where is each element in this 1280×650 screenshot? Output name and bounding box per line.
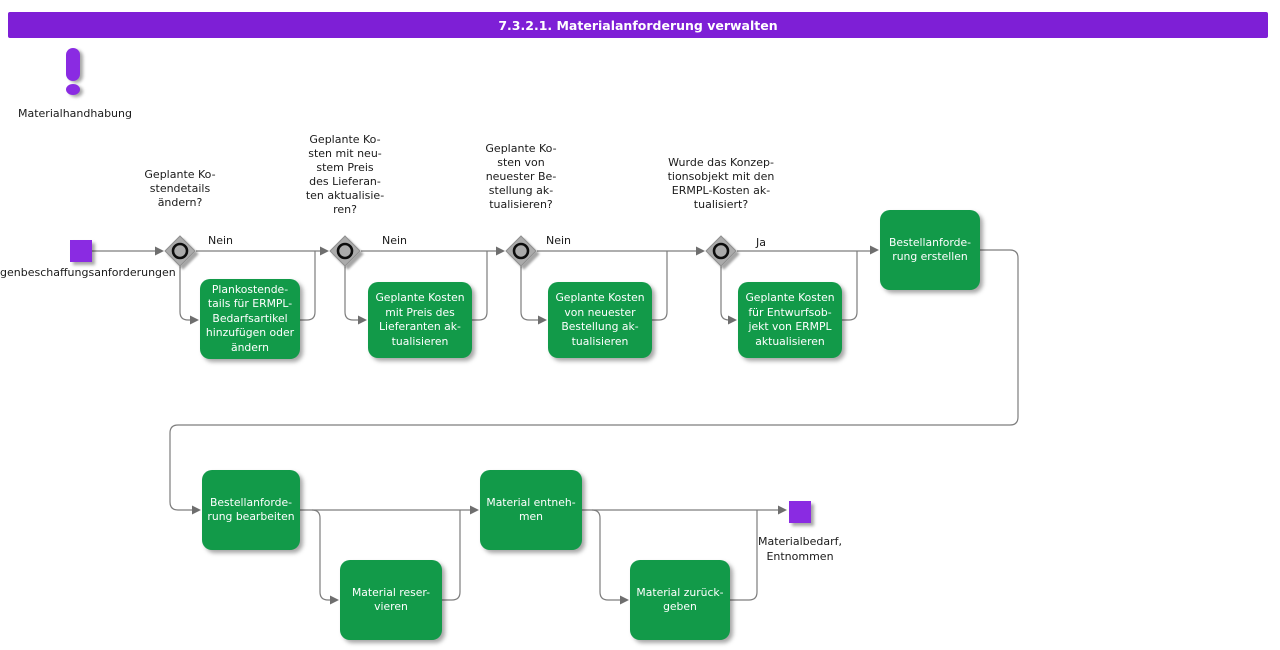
decision-diamond [329, 235, 361, 267]
decision-question-1: Geplante Ko- stendetails ändern? [144, 168, 216, 209]
edge-label-nein-1: Nein [208, 234, 234, 247]
decision-diamond [505, 235, 537, 267]
arrowheads [155, 245, 879, 605]
annotation-label: Materialhandhabung [18, 107, 132, 120]
decision-question-3: Geplante Ko- sten von neuester Be- stell… [485, 142, 557, 211]
page-title: 7.3.2.1. Materialanforderung verwalten [498, 17, 778, 33]
connector-lines [92, 249, 1019, 601]
activity-material-entnehmen: Material entneh- men [480, 470, 582, 550]
decision-diamond [164, 235, 196, 267]
activity-kosten-entwurfsobjekt: Geplante Kosten für Entwurfsob- jekt von… [738, 282, 842, 358]
activity-kosten-neueste-bestellung: Geplante Kosten von neuester Bestellung … [548, 282, 652, 358]
edge-label-nein-2: Nein [382, 234, 408, 247]
decision-diamonds [164, 235, 737, 267]
activity-material-reservieren: Material reser- vieren [340, 560, 442, 640]
decision-question-4: Wurde das Konzep- tionsobjekt mit den ER… [667, 156, 775, 211]
end-node [789, 501, 811, 523]
end-node-label: Materialbedarf, Entnommen [757, 535, 843, 563]
edge-label-nein-3: Nein [546, 234, 572, 247]
start-node-label: genbeschaffungsanforderungen [0, 266, 176, 279]
activity-material-zurueckgeben: Material zurück- geben [630, 560, 730, 640]
activity-bestellanforderung-erstellen: Bestellanforde- rung erstellen [880, 210, 980, 290]
decision-diamond [705, 235, 737, 267]
edge-label-ja: Ja [756, 236, 766, 249]
exclamation-icon-dot [66, 84, 80, 95]
activity-kosten-preis-lieferant: Geplante Kosten mit Preis des Lieferante… [368, 282, 472, 358]
exclamation-icon [66, 48, 80, 81]
start-node [70, 240, 92, 262]
activity-bestellanforderung-bearbeiten: Bestellanforde- rung bearbeiten [202, 470, 300, 550]
decision-question-2: Geplante Ko- sten mit neu- stem Preis de… [305, 133, 385, 216]
activity-plankostendetails: Plankostende- tails für ERMPL- Bedarfsar… [200, 279, 300, 359]
diagram-title-bar: 7.3.2.1. Materialanforderung verwalten [8, 12, 1268, 38]
